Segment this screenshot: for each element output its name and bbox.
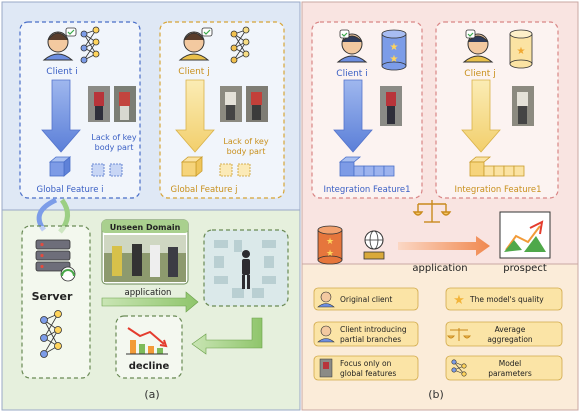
server-label: Server (32, 290, 73, 303)
caption-a: (a) (144, 388, 159, 401)
panel-a: Client i Lack of key body part Global Fe… (1, 1, 301, 411)
global-feature-j-label: Global Feature j (171, 185, 238, 195)
client-i-network-icon (80, 26, 100, 64)
svg-text:★: ★ (390, 42, 399, 53)
global-feature-i-cubes (48, 156, 123, 177)
client-j-b-database-icon: ★ (509, 29, 533, 69)
lack-i-line1: Lack of key (91, 133, 136, 142)
legend-partial-line2: partial branches (340, 335, 401, 344)
lack-j-line1: Lack of key (223, 137, 268, 146)
decline-label: decline (129, 361, 170, 372)
application-label-a: application (125, 288, 172, 298)
client-i-photos (88, 86, 136, 122)
average-scale-icon (446, 328, 472, 341)
client-j-b-avatar-icon (462, 29, 494, 63)
svg-text:★: ★ (326, 237, 334, 247)
legend-average-line1: Average (495, 325, 526, 334)
integration-feature-j-cubes (468, 156, 525, 177)
balance-scale-icon (412, 200, 452, 223)
svg-text:★: ★ (326, 249, 334, 259)
prospect-chart-icon (499, 211, 551, 259)
application-arrow-a (101, 291, 199, 313)
unseen-domain-photo (104, 235, 186, 282)
legend-original-client: Original client (340, 295, 392, 304)
quality-star-icon: ★ (453, 293, 465, 308)
lack-i-line2: body part (95, 143, 134, 152)
client-i-label: Client i (46, 67, 77, 77)
client-i-b-avatar-icon (336, 29, 368, 63)
client-j-network-icon (230, 26, 250, 64)
client-j-b-label: Client j (464, 69, 495, 79)
application-label-b: application (412, 263, 467, 274)
client-i-b-database-icon: ★ ★ (381, 29, 407, 71)
client-i-b-photo (380, 86, 402, 126)
client-j-label: Client j (178, 67, 209, 77)
integration-feature-i-label: Integration Feature1 (323, 185, 410, 195)
legend-partial-line1: Client introducing (340, 325, 407, 334)
panel-b: ★ ★ Client i Integration Feature1 (301, 1, 579, 411)
legend-params-line2: parameters (488, 369, 532, 378)
svg-text:★: ★ (517, 46, 526, 57)
legend-average-line2: aggregation (487, 335, 533, 344)
legend: ★ Original client The model's quality (313, 287, 563, 381)
svg-text:★: ★ (390, 54, 399, 65)
legend-quality: The model's quality (469, 295, 544, 304)
application-arrow-b (398, 236, 490, 256)
unseen-domain-label: Unseen Domain (110, 223, 181, 232)
body-part-grid (214, 240, 276, 298)
global-feature-photo-icon (319, 358, 333, 378)
client-i-b-label: Client i (336, 69, 367, 79)
feedback-arrow-a (191, 317, 263, 355)
client-j-b-photo (512, 86, 534, 126)
caption-b: (b) (428, 388, 444, 401)
client-j-down-arrow (175, 79, 215, 153)
server-icon (35, 239, 76, 282)
partial-branch-client-icon (317, 325, 335, 343)
integration-feature-i-cubes (338, 156, 395, 177)
global-feature-i-label: Global Feature i (37, 185, 104, 195)
legend-params-line1: Model (499, 359, 522, 368)
global-feature-j-cubes (180, 156, 251, 177)
legend-global-line1: Focus only on (340, 359, 392, 368)
client-j-b-down-arrow (461, 79, 501, 153)
client-i-avatar-icon (42, 27, 77, 61)
aggregated-database-icon: ★ ★ (317, 225, 343, 265)
decline-chart-icon (126, 327, 168, 355)
client-i-b-down-arrow (333, 79, 373, 153)
lack-j-line2: body part (227, 147, 266, 156)
client-j-avatar-icon (178, 27, 213, 61)
integration-feature-j-label: Integration Feature1 (454, 185, 541, 195)
person-silhouette-icon (242, 250, 250, 289)
server-network-icon (40, 310, 62, 358)
client-i-down-arrow (41, 79, 81, 153)
legend-global-line2: global features (340, 369, 396, 378)
original-client-icon (317, 291, 335, 308)
client-j-photos (220, 86, 268, 122)
prospect-label: prospect (503, 263, 547, 274)
network-globe-icon (363, 230, 385, 260)
model-parameters-icon (451, 359, 467, 377)
